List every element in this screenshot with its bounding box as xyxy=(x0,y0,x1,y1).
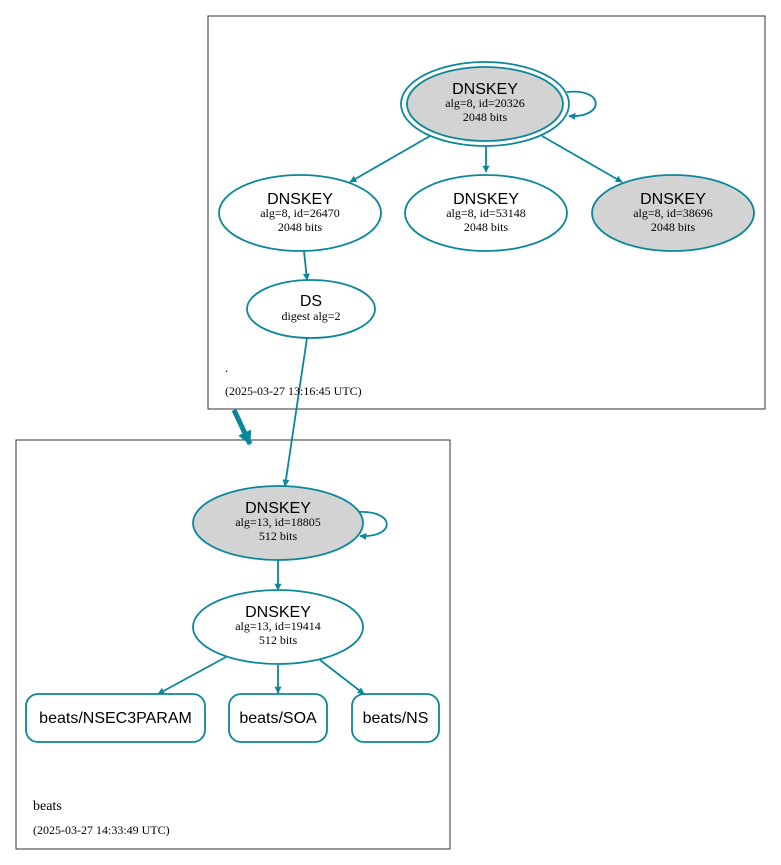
beats-zone-frame xyxy=(15,439,451,850)
node-root-ksk-line1: alg=8, id=20326 xyxy=(445,96,525,110)
edge-beats-zsk-to-nsec3param xyxy=(157,656,227,695)
edge-root-ksk-to-zsk1 xyxy=(349,135,431,183)
node-root-ksk-title: DNSKEY xyxy=(452,81,518,98)
node-root-key3-line1: alg=8, id=38696 xyxy=(633,206,713,220)
edge-delegation xyxy=(231,408,253,446)
node-beats-zsk-line1: alg=13, id=19414 xyxy=(235,619,321,633)
node-root-zsk2-line2: 2048 bits xyxy=(464,220,509,234)
root-zone-timestamp: (2025-03-27 13:16:45 UTC) xyxy=(225,384,362,398)
node-beats-ksk-line2: 512 bits xyxy=(259,529,298,543)
node-ds-line1: digest alg=2 xyxy=(281,309,340,323)
node-rrset-ns-label: beats/NS xyxy=(363,710,429,727)
node-ds: DS digest alg=2 xyxy=(246,279,376,339)
node-root-key3-title: DNSKEY xyxy=(640,191,706,208)
root-zone-name: . xyxy=(225,360,228,375)
edge-ds-to-beats-ksk xyxy=(282,337,308,487)
node-ds-title: DS xyxy=(300,293,322,310)
node-root-zsk1-line2: 2048 bits xyxy=(278,220,323,234)
node-root-zsk1-line1: alg=8, id=26470 xyxy=(260,206,340,220)
node-root-ksk-line2: 2048 bits xyxy=(463,110,508,124)
self-loop-beats-ksk xyxy=(357,511,388,540)
node-rrset-soa: beats/SOA xyxy=(228,693,328,743)
node-root-key3: DNSKEY alg=8, id=38696 2048 bits xyxy=(591,174,755,252)
beats-zone-name: beats xyxy=(33,799,62,814)
self-loop-root-ksk xyxy=(566,90,597,120)
node-beats-zsk-title: DNSKEY xyxy=(245,604,311,621)
node-root-zsk1-title: DNSKEY xyxy=(267,191,333,208)
edge-zsk1-to-ds xyxy=(302,250,310,281)
node-rrset-ns: beats/NS xyxy=(351,693,440,743)
node-beats-zsk-line2: 512 bits xyxy=(259,633,298,647)
node-root-ksk: DNSKEY alg=8, id=20326 2048 bits xyxy=(400,61,570,147)
node-beats-ksk: DNSKEY alg=13, id=18805 512 bits xyxy=(192,485,364,561)
root-zone-frame xyxy=(207,15,766,410)
node-rrset-nsec3param-label: beats/NSEC3PARAM xyxy=(39,710,192,727)
node-rrset-nsec3param: beats/NSEC3PARAM xyxy=(25,693,206,743)
node-beats-ksk-line1: alg=13, id=18805 xyxy=(235,515,321,529)
node-root-zsk2: DNSKEY alg=8, id=53148 2048 bits xyxy=(404,174,568,252)
node-beats-ksk-title: DNSKEY xyxy=(245,500,311,517)
node-rrset-soa-label: beats/SOA xyxy=(239,710,317,727)
node-root-zsk1: DNSKEY alg=8, id=26470 2048 bits xyxy=(218,174,382,252)
beats-zone-timestamp: (2025-03-27 14:33:49 UTC) xyxy=(33,823,170,837)
edge-root-ksk-to-key3 xyxy=(541,135,623,183)
node-root-zsk2-line1: alg=8, id=53148 xyxy=(446,206,526,220)
node-root-zsk2-title: DNSKEY xyxy=(453,191,519,208)
node-root-key3-line2: 2048 bits xyxy=(651,220,696,234)
edge-beats-zsk-to-ns xyxy=(319,659,365,695)
node-beats-zsk: DNSKEY alg=13, id=19414 512 bits xyxy=(192,589,364,665)
